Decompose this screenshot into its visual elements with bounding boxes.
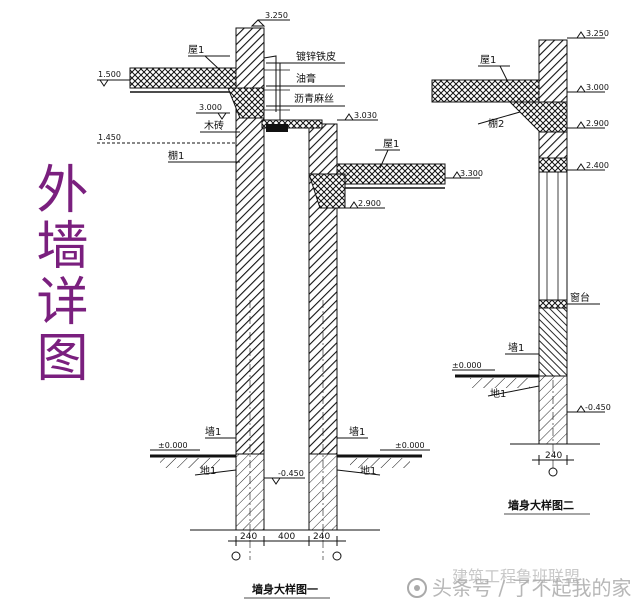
elev-ground-right: ±0.000 [395,441,425,450]
watermark-bg-text: 建筑工程鲁班联盟 [452,567,580,586]
d2-ground [455,374,539,388]
elev-ceiling: 1.450 [98,133,121,142]
label-wu1-left: 屋1 [188,44,204,56]
watermark-logo-icon [407,578,427,598]
d2-elev-top: 3.250 [586,29,609,38]
label-qiang1-right: 墙1 [349,425,365,438]
drawing-one: 240 400 240 3.250 1.500 3.000 3.030 1.45… [97,11,483,599]
left-roof-slab [129,67,237,89]
drawing-two: 240 3.250 3.000 2.900 2.400 ±0.000 -0.45… [431,29,611,515]
dim-mid: 400 [278,532,295,542]
label-wood: 木砖 [204,119,224,132]
label-zinc: 镀锌铁皮 [296,50,336,63]
watermark-text: 头条号 / 了不起我的家 [432,576,632,600]
d2-dim-wall: 240 [545,451,562,461]
d2-beam [508,101,568,133]
caption-drawing-two: 墙身大样图二 [508,498,574,512]
dim-right: 240 [313,532,330,542]
elev-foundation: -0.450 [278,469,304,478]
d2-wall-lower [538,307,568,377]
d2-elev-beam: 2.900 [586,119,609,128]
label-oil: 油膏 [296,72,316,85]
d2-wall-upper [538,39,568,159]
d2-elev-foundation: -0.450 [585,403,611,412]
ground-left [150,454,236,468]
d2-dimension: 240 [532,451,574,477]
wood-block [266,124,288,132]
d2-elev-ground: ±0.000 [452,361,482,370]
dim-left: 240 [240,532,257,542]
right-roof-slab [336,163,446,185]
d2-label-qiang1: 墙1 [508,341,524,354]
elev-top: 3.250 [265,11,288,20]
elev-inner-top: 3.030 [354,111,377,120]
left-beam [227,87,265,119]
d2-elev-roof: 3.000 [586,83,609,92]
d2-elev-window-top: 2.400 [586,161,609,170]
d2-label-sill: 窗台 [570,291,590,304]
watermark: 头条号 / 了不起我的家 [406,572,631,601]
elev-right-roof: 3.300 [460,169,483,178]
elev-right-beam: 2.900 [358,199,381,208]
d2-label-di1: 地1 [490,387,506,400]
d2-roof-slab [431,79,540,103]
ground-right [337,454,422,468]
elev-wood-level: 3.000 [199,103,222,112]
label-di1-right: 地1 [360,464,376,477]
label-wu1-right: 屋1 [383,138,399,150]
label-di1-left: 地1 [200,464,216,477]
d2-sill [538,299,568,309]
d2-label-peng2: 棚2 [488,117,504,130]
label-qiang1-left: 墙1 [205,425,221,438]
dimension-line-1: 240 400 240 [228,532,346,561]
d2-window [538,157,568,301]
label-asphalt: 沥青麻丝 [294,92,334,105]
page-title: 外墙详图 [27,162,87,386]
label-peng1: 棚1 [168,149,184,162]
elev-ground-left: ±0.000 [158,441,188,450]
caption-drawing-one: 墙身大样图一 [252,582,318,596]
elev-eave: 1.500 [98,70,121,79]
d2-label-wu1: 屋1 [480,54,496,66]
